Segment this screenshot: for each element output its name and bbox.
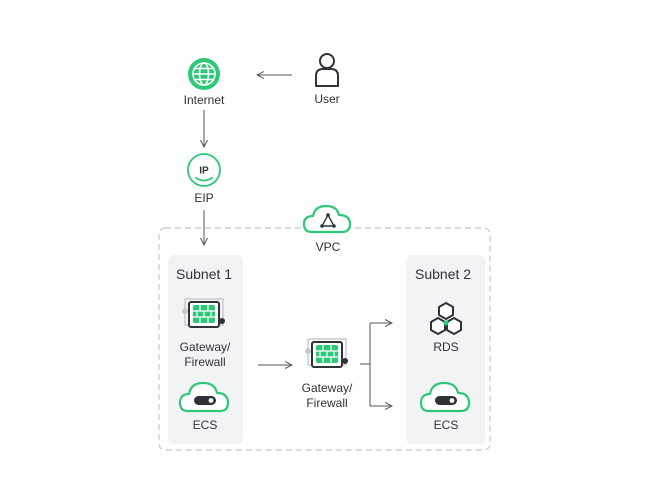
- rds-icon: [430, 302, 462, 335]
- subnet1-ecs-label: ECS: [192, 418, 218, 432]
- subnet2-title: Subnet 2: [415, 266, 472, 282]
- branch-connector: [360, 323, 392, 406]
- eip-icon: IP: [187, 153, 221, 187]
- subnet1-gateway-label: Gateway/ Firewall: [179, 340, 231, 369]
- firewall-icon: [182, 298, 225, 328]
- vpc-boundary: [158, 227, 491, 451]
- vpc-firewall-icon: [305, 338, 348, 368]
- subnet1-title: Subnet 1: [176, 266, 233, 282]
- ecs-icon-subnet2: [419, 381, 471, 413]
- eip-icon-text: IP: [199, 166, 209, 177]
- globe-icon: [188, 58, 220, 90]
- vpc-cloud-icon: [302, 204, 352, 234]
- user-label: User: [314, 92, 340, 106]
- ecs-icon: [178, 381, 230, 413]
- vpc-gateway-label: Gateway/ Firewall: [301, 381, 353, 410]
- vpc-label: VPC: [315, 240, 341, 254]
- eip-label: EIP: [194, 191, 214, 205]
- subnet2-rds-label: RDS: [433, 340, 459, 354]
- internet-label: Internet: [183, 93, 225, 107]
- subnet2-ecs-label: ECS: [433, 418, 459, 432]
- user-icon: [315, 53, 339, 87]
